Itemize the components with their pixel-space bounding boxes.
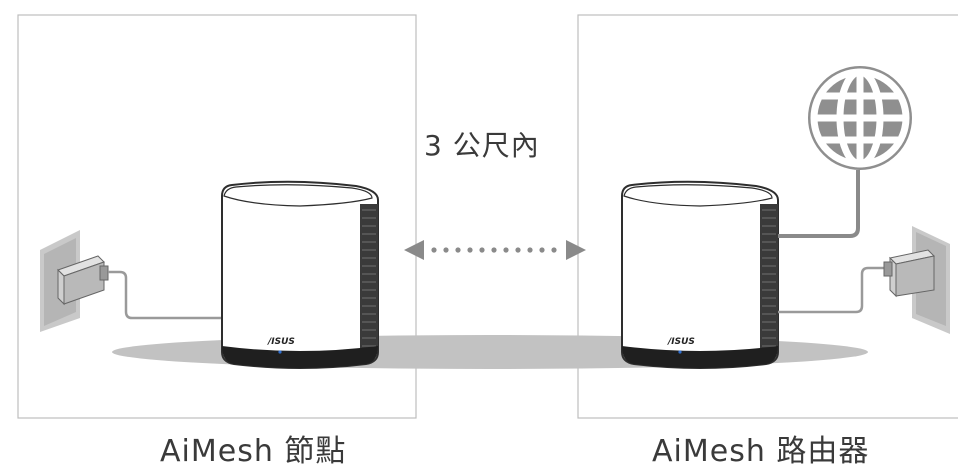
power-adapter-icon: [57, 255, 109, 306]
left-device-caption: AiMesh 節點: [160, 434, 347, 469]
router-logo: /ISUS: [267, 337, 295, 347]
router-icon: /ISUS: [621, 180, 779, 369]
power-adapter-icon: [883, 249, 936, 298]
router-logo: /ISUS: [667, 337, 695, 347]
globe-icon: [808, 66, 912, 170]
power-cable: [778, 266, 888, 314]
internet-cable: [778, 170, 860, 238]
double-arrow-icon: [404, 240, 586, 260]
power-cable: [108, 270, 225, 320]
right-device-caption: AiMesh 路由器: [652, 434, 870, 469]
distance-label: 3 公尺內: [424, 129, 540, 162]
router-icon: /ISUS: [221, 180, 379, 369]
